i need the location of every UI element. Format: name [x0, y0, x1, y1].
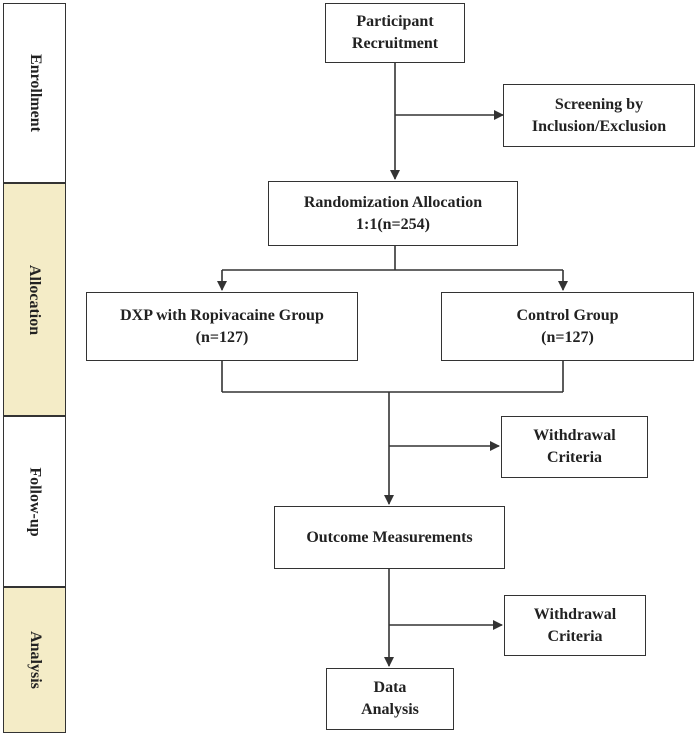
- withdrawal-criteria-box-1: Withdrawal Criteria: [501, 416, 648, 478]
- withdrawal-2-line2: Criteria: [547, 627, 603, 645]
- participant-recruitment-box: Participant Recruitment: [325, 3, 465, 63]
- withdrawal-1-line2: Criteria: [546, 449, 603, 466]
- randomization-line1: Randomization Allocation: [303, 193, 483, 211]
- screening-line2: Inclusion/Exclusion: [531, 117, 667, 135]
- control-group-line1: Control Group: [516, 306, 619, 324]
- dxp-group-line1: DXP with Ropivacaine Group: [120, 306, 324, 324]
- withdrawal-criteria-box-2: Withdrawal Criteria: [504, 595, 646, 656]
- control-group-line2: (n=127): [541, 328, 594, 346]
- stage-enrollment: Enrollment: [3, 3, 66, 183]
- control-group-box: Control Group (n=127): [441, 292, 694, 361]
- data-analysis-box: Data Analysis: [326, 668, 454, 730]
- withdrawal-1-line1: Withdrawal: [533, 427, 616, 444]
- stage-analysis: Analysis: [3, 587, 66, 733]
- screening-line1: Screening by: [554, 95, 644, 113]
- dxp-group-box: DXP with Ropivacaine Group (n=127): [86, 292, 358, 361]
- recruitment-line2: Recruitment: [351, 35, 439, 52]
- stage-follow-up: Follow-up: [3, 416, 66, 587]
- randomization-box: Randomization Allocation 1:1(n=254): [268, 181, 518, 246]
- withdrawal-2-line1: Withdrawal: [533, 605, 617, 623]
- screening-box: Screening by Inclusion/Exclusion: [503, 84, 695, 147]
- outcome-line1: Outcome Measurements: [306, 528, 473, 546]
- outcome-measurements-box: Outcome Measurements: [274, 506, 505, 569]
- dxp-group-line2: (n=127): [195, 328, 249, 346]
- data-analysis-line1: Data: [373, 679, 407, 696]
- randomization-line2: 1:1(n=254): [356, 215, 430, 233]
- stage-allocation: Allocation: [3, 183, 66, 416]
- recruitment-line1: Participant: [356, 13, 434, 30]
- data-analysis-line2: Analysis: [361, 701, 419, 718]
